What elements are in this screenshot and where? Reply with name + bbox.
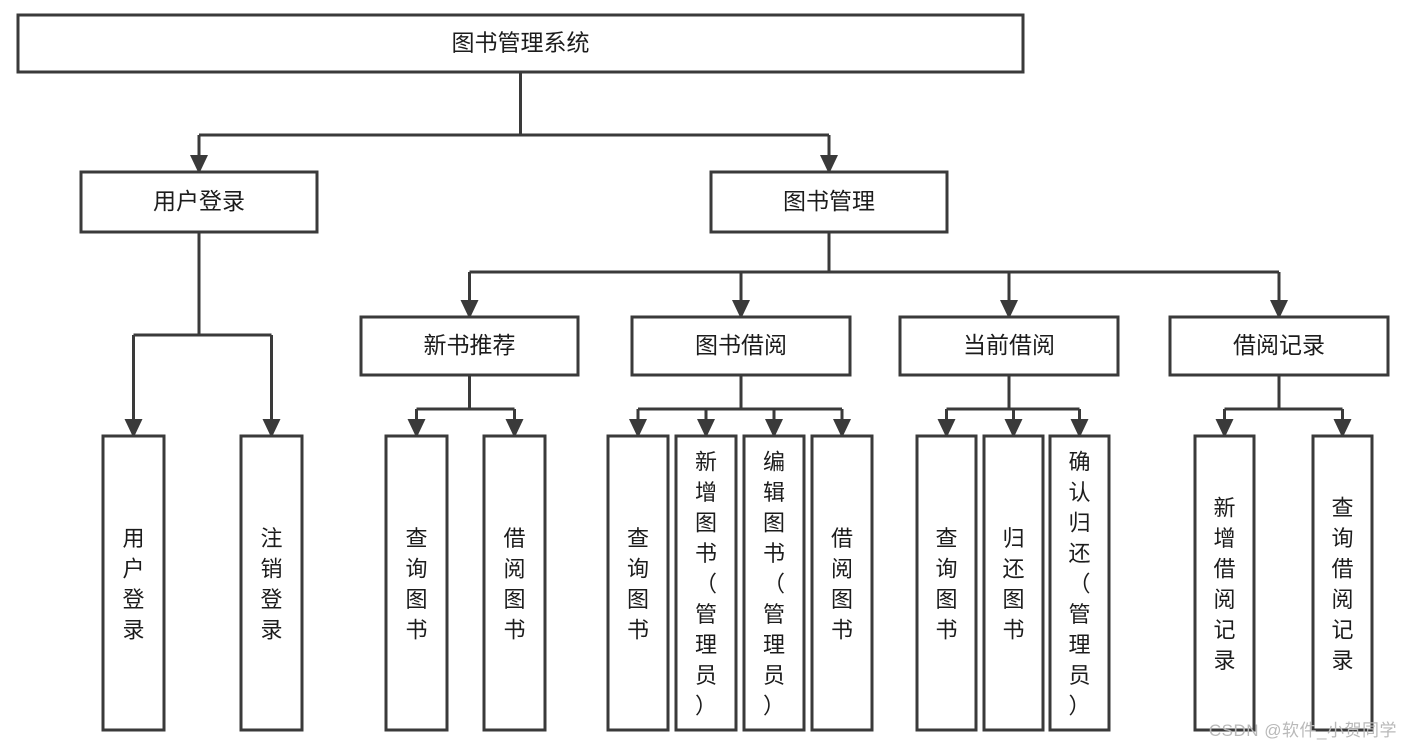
node-leaf-query-book-cur[interactable]: 查询图书: [915, 434, 978, 732]
node-book-borrow[interactable]: 图书借阅: [630, 315, 852, 377]
node-box-leaf-query-book-cur: [915, 434, 978, 732]
node-label-leaf-query-book-cur: 查询图书: [935, 526, 957, 643]
node-label-leaf-query-book-borrow: 查询图书: [627, 526, 649, 643]
node-box-leaf-user-login: [101, 434, 166, 732]
arrow-head-icon: [833, 419, 851, 438]
arrow-head-icon: [732, 300, 750, 319]
node-label-leaf-user-login: 用户登录: [122, 526, 144, 643]
node-current-borrow[interactable]: 当前借阅: [898, 315, 1120, 377]
node-user-login[interactable]: 用户登录: [79, 170, 319, 234]
node-borrow-record[interactable]: 借阅记录: [1168, 315, 1390, 377]
node-box-leaf-add-record: [1193, 434, 1256, 732]
node-box-root: [16, 13, 1025, 74]
arrow-head-icon: [505, 419, 524, 438]
arrow-head-icon: [1333, 419, 1352, 438]
arrow-head-icon: [460, 300, 479, 319]
node-label-book-borrow: 图书借阅: [695, 332, 787, 358]
arrow-head-icon: [262, 419, 281, 438]
node-leaf-user-login[interactable]: 用户登录: [101, 434, 166, 732]
arrow-head-icon: [1215, 419, 1234, 438]
arrow-head-icon: [124, 419, 143, 438]
node-label-borrow-record: 借阅记录: [1233, 332, 1325, 358]
node-label-leaf-borrow-book: 借阅图书: [831, 526, 853, 643]
node-label-leaf-add-book: 新增图书（管理员）: [695, 450, 717, 719]
arrow-head-icon: [697, 419, 715, 438]
node-label-book-manage: 图书管理: [783, 188, 875, 214]
node-box-leaf-confirm-return: [1048, 434, 1111, 732]
node-leaf-return-book[interactable]: 归还图书: [982, 434, 1045, 732]
node-box-book-manage: [709, 170, 949, 234]
node-box-leaf-logout: [239, 434, 304, 732]
node-box-leaf-query-book-borrow: [606, 434, 670, 732]
node-leaf-logout[interactable]: 注销登录: [239, 434, 304, 732]
node-label-leaf-logout: 注销登录: [260, 526, 282, 643]
node-label-leaf-query-book-rec: 查询图书: [405, 526, 427, 643]
arrow-head-icon: [765, 419, 783, 438]
node-label-user-login: 用户登录: [153, 188, 245, 214]
node-label-leaf-add-record: 新增借阅记录: [1213, 495, 1235, 673]
arrow-head-icon: [820, 155, 838, 174]
arrow-head-icon: [937, 419, 956, 438]
node-box-current-borrow: [898, 315, 1120, 377]
node-leaf-query-book-rec[interactable]: 查询图书: [384, 434, 449, 732]
node-box-leaf-return-book: [982, 434, 1045, 732]
arrow-head-icon: [407, 419, 426, 438]
node-label-root: 图书管理系统: [452, 30, 590, 56]
node-leaf-confirm-return[interactable]: 确认归还（管理员）: [1048, 434, 1111, 732]
arrow-head-icon: [629, 419, 647, 438]
node-box-leaf-edit-book: [742, 434, 806, 732]
node-leaf-add-record[interactable]: 新增借阅记录: [1193, 434, 1256, 732]
node-box-leaf-borrow-book-rec: [482, 434, 547, 732]
arrow-head-icon: [1004, 419, 1023, 438]
node-label-current-borrow: 当前借阅: [963, 332, 1055, 358]
connector-lines-layer: [124, 72, 1352, 438]
node-box-leaf-add-book: [674, 434, 738, 732]
arrow-head-icon: [1070, 419, 1089, 438]
node-box-leaf-borrow-book: [810, 434, 874, 732]
arrow-head-icon: [190, 155, 208, 174]
arrow-head-icon: [1000, 300, 1018, 319]
node-label-leaf-query-record: 查询借阅记录: [1331, 495, 1353, 673]
node-leaf-query-record[interactable]: 查询借阅记录: [1311, 434, 1374, 732]
node-label-new-book-recommend: 新书推荐: [424, 332, 516, 358]
node-new-book-recommend[interactable]: 新书推荐: [359, 315, 580, 377]
node-box-new-book-recommend: [359, 315, 580, 377]
node-box-leaf-query-record: [1311, 434, 1374, 732]
node-label-leaf-return-book: 归还图书: [1002, 526, 1024, 643]
node-leaf-edit-book[interactable]: 编辑图书（管理员）: [742, 434, 806, 732]
node-root[interactable]: 图书管理系统: [16, 13, 1025, 74]
node-leaf-query-book-borrow[interactable]: 查询图书: [606, 434, 670, 732]
arrow-head-icon: [1270, 300, 1288, 319]
node-leaf-borrow-book-rec[interactable]: 借阅图书: [482, 434, 547, 732]
node-label-leaf-borrow-book-rec: 借阅图书: [503, 526, 525, 643]
node-book-manage[interactable]: 图书管理: [709, 170, 949, 234]
node-label-leaf-confirm-return: 确认归还（管理员）: [1068, 450, 1090, 719]
node-box-book-borrow: [630, 315, 852, 377]
nodes-layer: 图书管理系统用户登录图书管理新书推荐图书借阅当前借阅借阅记录用户登录注销登录查询…: [16, 13, 1390, 732]
node-leaf-add-book[interactable]: 新增图书（管理员）: [674, 434, 738, 732]
node-box-borrow-record: [1168, 315, 1390, 377]
node-label-leaf-edit-book: 编辑图书（管理员）: [763, 450, 785, 719]
node-box-user-login: [79, 170, 319, 234]
node-box-leaf-query-book-rec: [384, 434, 449, 732]
node-leaf-borrow-book[interactable]: 借阅图书: [810, 434, 874, 732]
